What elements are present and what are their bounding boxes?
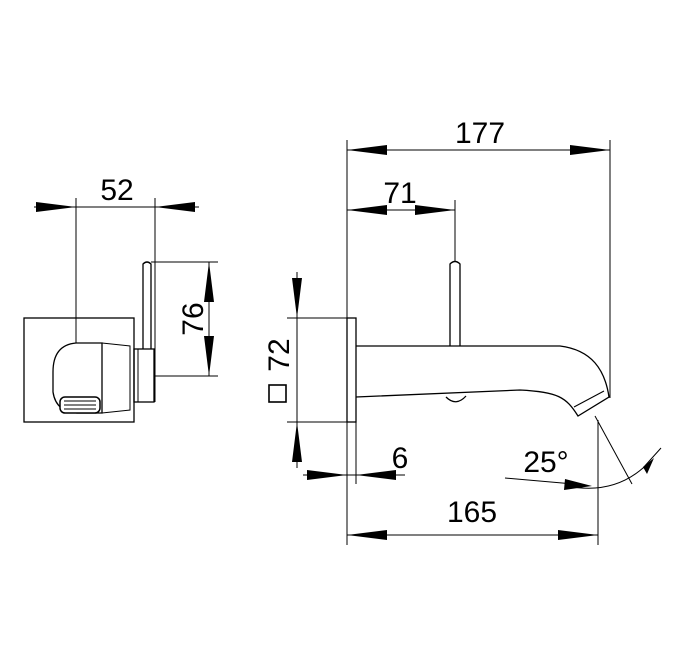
arrow-head [292, 278, 302, 318]
arrow-head [204, 336, 214, 376]
arrow-head [347, 145, 387, 155]
arrow-head [36, 202, 76, 212]
front-spout [355, 345, 610, 417]
dim-6-label: 6 [392, 442, 409, 475]
arrow-head [307, 470, 347, 480]
arrow-head [347, 205, 387, 215]
front-diverter [445, 395, 467, 403]
front-wall-plate [346, 317, 357, 423]
arrow-head [643, 458, 654, 474]
front-lever [449, 260, 461, 346]
arrow-head [570, 145, 610, 155]
arrow-head [558, 530, 598, 540]
dim-76-label: 76 [177, 302, 210, 335]
front-spout-outlet-line [573, 390, 605, 408]
arrow-head [155, 202, 195, 212]
side-lever [142, 261, 152, 349]
side-view: 52 76 [23, 174, 218, 423]
angle-25-label: 25° [523, 446, 568, 479]
angle-25-leg [594, 415, 633, 485]
dim-52-label: 52 [100, 174, 133, 207]
arrow-head [347, 530, 387, 540]
arrow-head [292, 422, 302, 462]
arrow-head [415, 205, 455, 215]
dim-71-label: 71 [383, 177, 416, 210]
front-view: 177 71 72 6 165 25° [263, 117, 662, 545]
arrow-head [356, 470, 396, 480]
arrow-head [564, 479, 592, 490]
dim-165-label: 165 [447, 496, 497, 529]
side-spout-neck [101, 342, 131, 414]
square-symbol-icon [268, 384, 287, 403]
dim-72-label: 72 [263, 338, 296, 371]
arrow-head [204, 262, 214, 302]
side-handle-collar [133, 348, 155, 403]
dim-177-label: 177 [455, 117, 505, 150]
